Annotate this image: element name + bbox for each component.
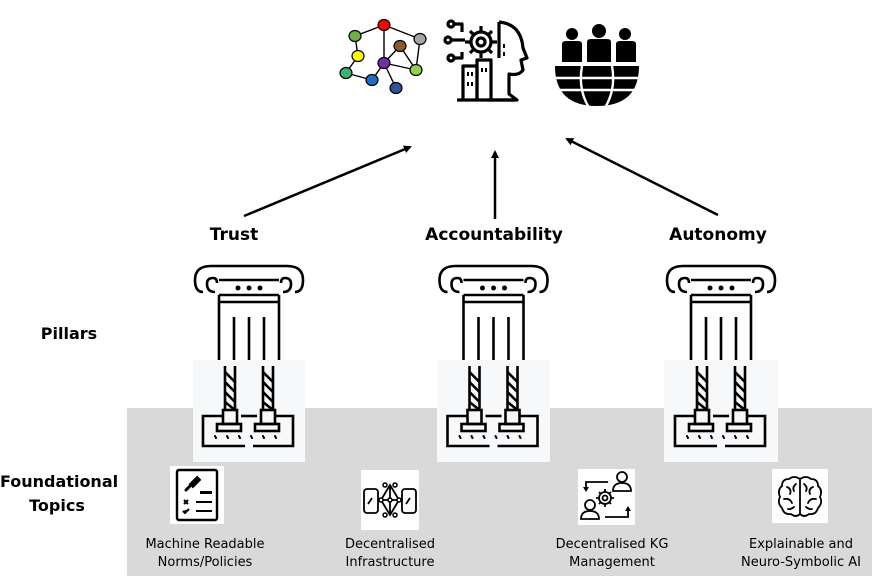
topic-label-line2: Management [569, 555, 655, 570]
topic-decentralised-kg-management: Decentralised KG Management [532, 536, 692, 572]
foundational-topics-label-line1: Foundational [0, 472, 119, 491]
graph-node [393, 39, 407, 53]
foundational-topics-label-line2: Topics [29, 496, 85, 515]
graph-node [365, 73, 379, 87]
topic-label-line1: Decentralised [344, 537, 436, 552]
pillar-label-autonomy: Autonomy [669, 225, 767, 245]
column-foundation-icon [437, 360, 550, 462]
graph-node [409, 63, 423, 77]
topic-label-line1: Explainable and [748, 537, 853, 552]
graph-node [339, 66, 353, 80]
graph-node [348, 29, 362, 43]
graph-node [377, 18, 391, 32]
topic-label-line1: Decentralised KG [555, 537, 669, 552]
column-capital-icon [664, 262, 778, 362]
topic-explainable-neuro-symbolic-ai: Explainable and Neuro-Symbolic AI [721, 536, 880, 572]
arrow-trust [243, 145, 412, 218]
decentralised-network-icon [361, 470, 419, 530]
column-foundation-icon [664, 360, 778, 462]
topic-label-line2: Infrastructure [345, 555, 435, 570]
pillar-label-trust: Trust [209, 225, 259, 245]
column-capital-icon [437, 262, 550, 362]
topic-label-line2: Neuro-Symbolic AI [741, 555, 861, 570]
topic-label-line2: Norms/Policies [157, 555, 253, 570]
arrow-autonomy [565, 137, 719, 217]
topic-decentralised-infrastructure: Decentralised Infrastructure [310, 536, 470, 572]
column-foundation-icon [193, 360, 305, 462]
ai-head-icon [443, 14, 529, 102]
pillar-label-accountability: Accountability [425, 225, 563, 245]
graph-node [351, 49, 365, 63]
graph-node [389, 81, 403, 95]
topic-machine-readable-norms: Machine Readable Norms/Policies [125, 536, 285, 572]
knowledge-graph-icon [338, 14, 438, 98]
pillars-row-label: Pillars [40, 324, 98, 343]
column-capital-icon [193, 262, 305, 362]
graph-node [413, 32, 427, 46]
foundational-topics-label: Foundational Topics [0, 470, 119, 518]
brain-icon [772, 469, 828, 523]
people-gear-cycle-icon [578, 469, 635, 525]
gavel-checklist-icon [170, 466, 224, 524]
topic-label-line1: Machine Readable [145, 537, 265, 552]
graph-node [377, 56, 391, 70]
global-community-icon [552, 22, 642, 106]
